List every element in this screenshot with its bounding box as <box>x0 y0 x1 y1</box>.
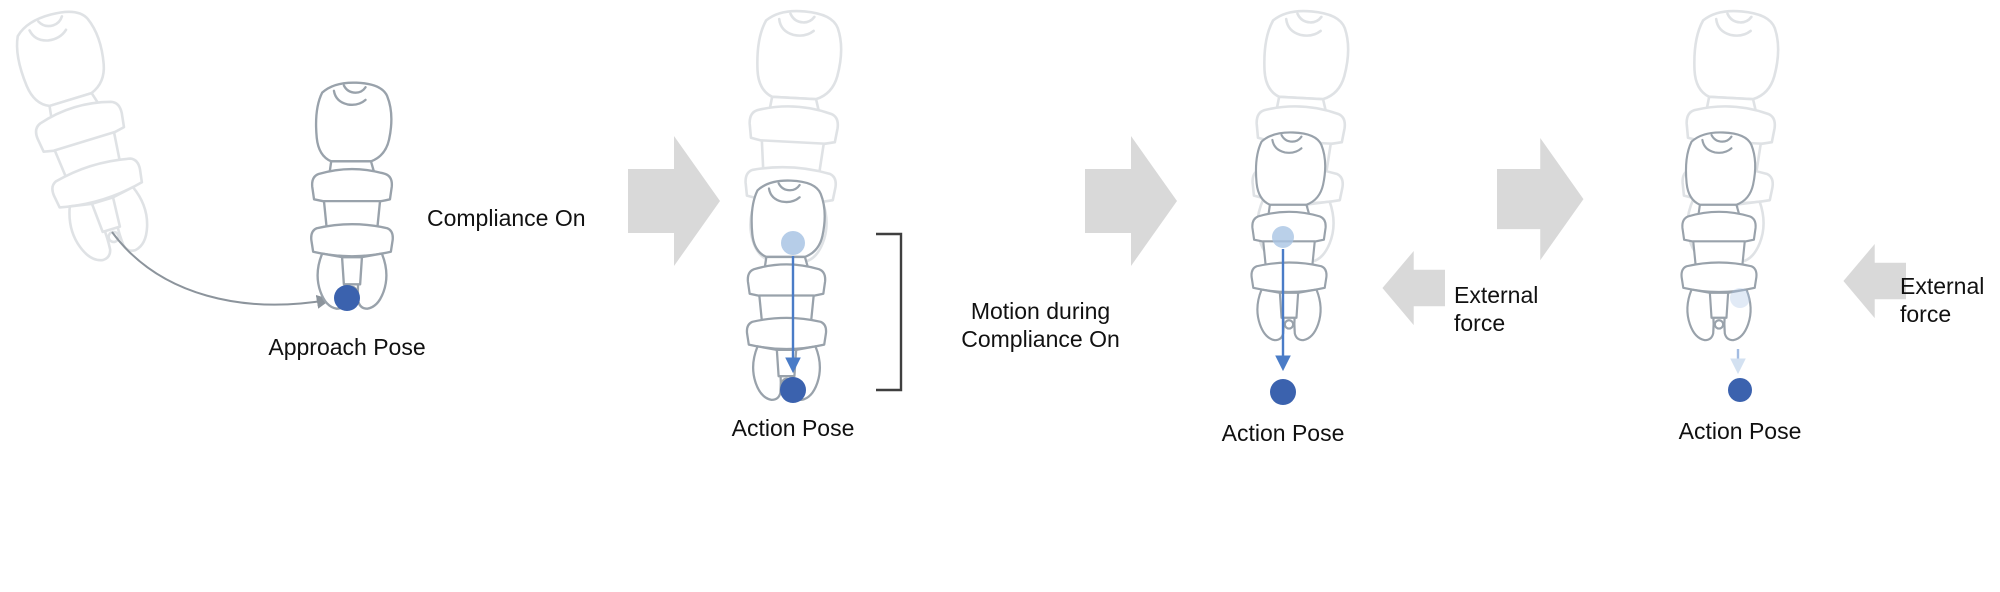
robot-arm-icon <box>745 179 828 402</box>
panel-approach <box>1 1 394 311</box>
action-pose-dot <box>1270 379 1296 405</box>
action-pose-label: Action Pose <box>1678 418 1802 444</box>
start-pose-dot <box>1272 226 1294 248</box>
external-force-line-2: force <box>1454 310 1506 336</box>
panel-external-first <box>1247 7 1445 405</box>
external-force-label: External force <box>1454 281 1574 337</box>
external-force-line-2: force <box>1900 301 1952 327</box>
action-pose-dot <box>1728 378 1752 402</box>
compliance-on-label: Compliance On <box>427 205 586 231</box>
external-force-line-1: External <box>1454 282 1539 308</box>
action-pose-label: Action Pose <box>1221 420 1345 446</box>
motion-during-compliance-label: Motion during Compliance On <box>928 297 1153 353</box>
ghost-robot-arm-icon <box>1 1 164 270</box>
external-force-label: External force <box>1900 272 2000 328</box>
motion-range-bracket <box>876 232 903 392</box>
flow-arrow-right-icon <box>1497 138 1584 261</box>
start-pose-dot <box>1730 288 1750 308</box>
flow-arrow-right-icon <box>628 136 720 266</box>
approach-pose-label: Approach Pose <box>268 334 426 360</box>
external-force-arrow-icon <box>1382 251 1445 326</box>
action-pose-dot <box>780 377 806 403</box>
external-force-line-1: External <box>1900 273 1985 299</box>
flow-arrow-right-icon <box>1085 136 1177 266</box>
panel-compliance <box>740 7 903 403</box>
external-force-arrow-icon <box>1843 244 1906 319</box>
motion-label-line-1: Motion during <box>970 298 1111 324</box>
robot-arm-icon <box>310 81 394 310</box>
motion-label-line-2: Compliance On <box>961 326 1120 352</box>
panel-external-second <box>1677 7 1906 402</box>
start-pose-dot <box>781 231 805 255</box>
approach-pose-dot <box>334 285 360 311</box>
approach-trajectory-arrow <box>111 231 331 309</box>
robot-arm-icon <box>1680 131 1758 342</box>
action-pose-label: Action Pose <box>731 415 855 441</box>
